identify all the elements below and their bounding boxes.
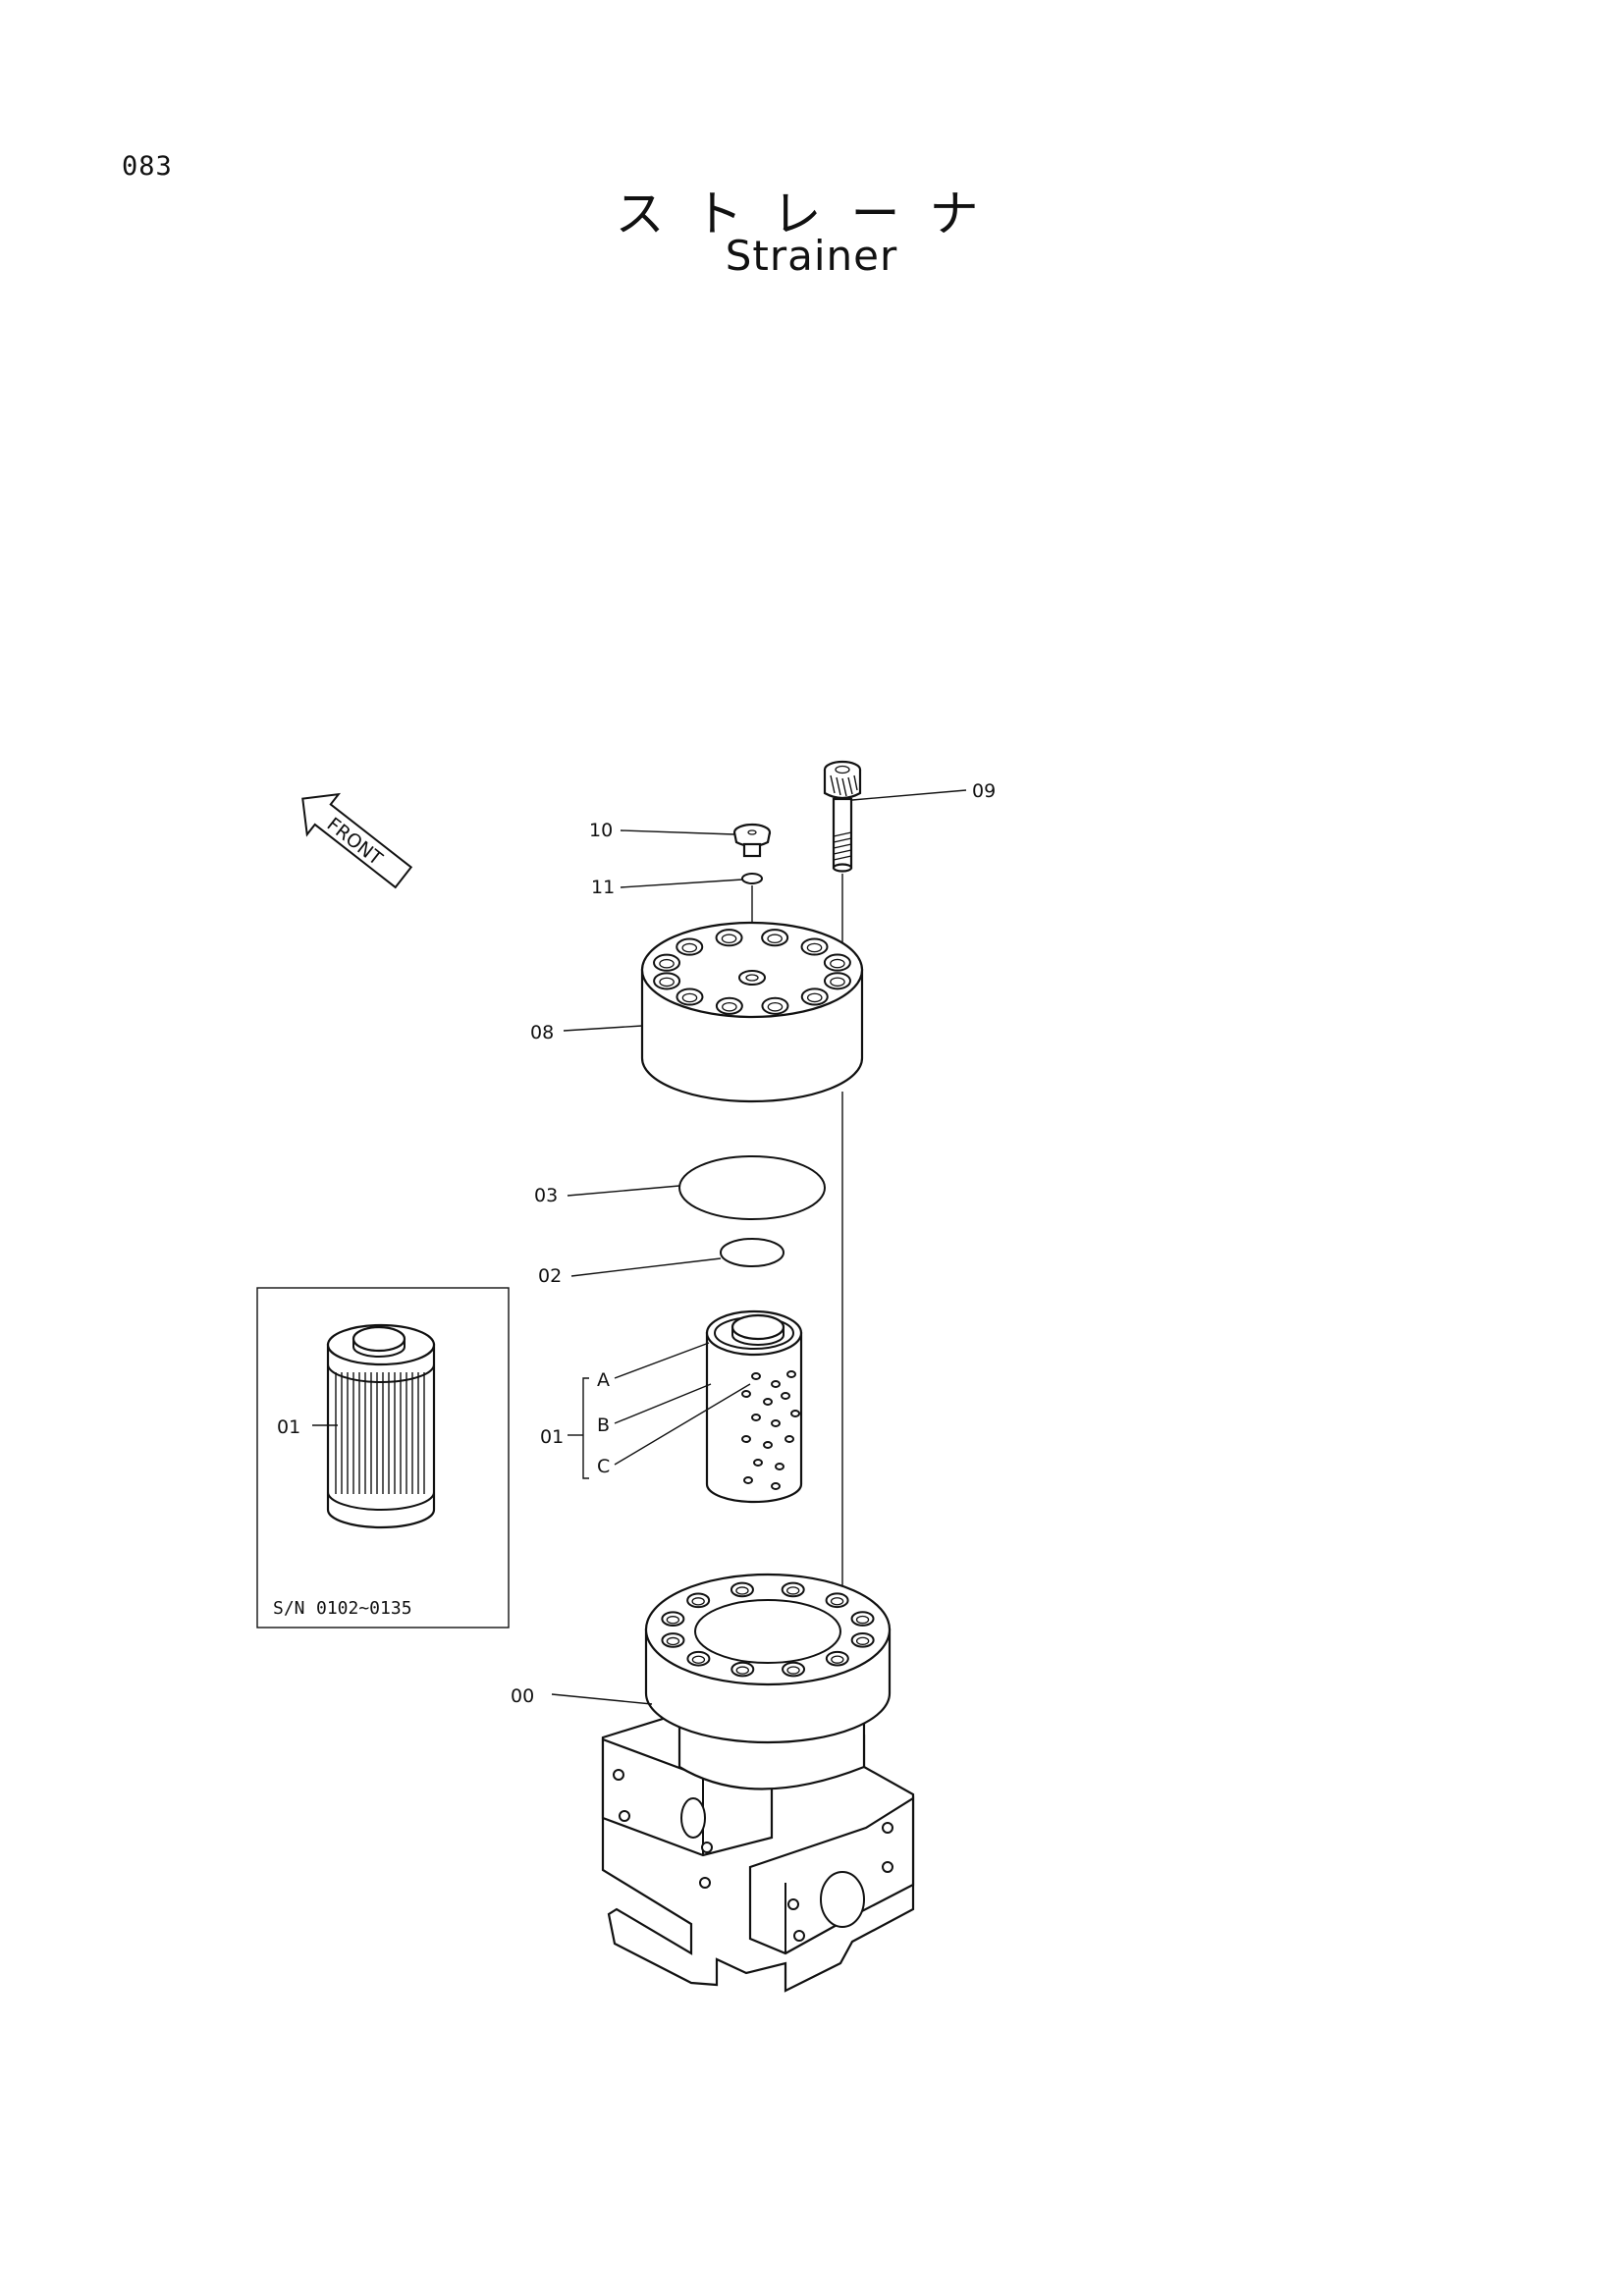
bolt-hole-bore (721, 934, 737, 944)
bolt-hole (800, 988, 829, 1006)
bolt-hole-bore (831, 1655, 844, 1664)
bolt-hole (676, 937, 704, 956)
leader-line (563, 1025, 643, 1032)
bolt-hole-bore (691, 1655, 706, 1664)
front-arrow-icon: FRONT (301, 792, 413, 889)
leader-line (851, 789, 967, 801)
leader-line (567, 1185, 680, 1197)
bolt-hole-bore (659, 977, 675, 988)
perforation (741, 1390, 751, 1398)
bolt-hole-bore (830, 977, 845, 988)
part-11-o-ring (741, 873, 763, 884)
callout-08: 08 (530, 1022, 554, 1043)
perforation (786, 1370, 796, 1378)
callout-10: 10 (589, 820, 613, 841)
part-00-housing (601, 1573, 915, 1993)
perforation (771, 1419, 781, 1427)
part-08-cover (640, 921, 864, 1103)
perforation (771, 1380, 781, 1388)
leader-line (614, 1383, 712, 1424)
serial-range: 0102~0135 (316, 1598, 412, 1619)
callout-09: 09 (972, 780, 996, 802)
perforation (790, 1410, 800, 1417)
bolt-hole-bore (855, 1615, 870, 1625)
part-03-o-ring (678, 1155, 826, 1220)
page-title-japanese: ストレーナ (615, 186, 1008, 242)
bolt-hole-bore (806, 992, 823, 1003)
part-10-plug (732, 823, 772, 858)
bolt-hole-bore (855, 1636, 870, 1645)
bolt-hole (823, 953, 851, 972)
bolt-hole-bore (691, 1597, 705, 1606)
bolt-hole-bore (722, 1001, 737, 1012)
subpart-bracket (582, 1377, 589, 1479)
callout-02: 02 (538, 1265, 562, 1287)
callout-sub-c: C (597, 1456, 610, 1477)
leader-line (614, 1342, 710, 1379)
part-01-element (705, 1309, 803, 1504)
callout-sub-a: A (597, 1369, 610, 1391)
callout-11: 11 (591, 877, 615, 898)
perforation (751, 1372, 761, 1380)
serial-prefix: S/N (273, 1598, 305, 1619)
bolt-hole (761, 996, 789, 1015)
bolt-hole-bore (786, 1666, 800, 1675)
bolt-hole-bore (786, 1586, 800, 1595)
perforation (763, 1398, 773, 1406)
bolt-hole-bore (767, 934, 783, 944)
leader-line (551, 1693, 653, 1705)
bolt-hole-bore (735, 1586, 749, 1595)
bolt-hole (715, 929, 743, 947)
leader-line (620, 879, 743, 888)
bolt-hole (653, 953, 681, 972)
bolt-hole (761, 929, 789, 947)
bolt-hole-bore (666, 1616, 680, 1625)
perforation (784, 1435, 794, 1443)
callout-sub-b: B (597, 1415, 610, 1436)
perforation (771, 1482, 781, 1490)
perforation (781, 1392, 790, 1400)
part-02-o-ring (720, 1238, 784, 1267)
bolt-hole-bore (767, 1001, 784, 1012)
bolt-hole-bore (830, 958, 845, 969)
perforation (775, 1463, 784, 1470)
perforation (763, 1441, 773, 1449)
bolt-hole (676, 988, 704, 1006)
perforation (751, 1414, 761, 1421)
bolt-hole-bore (681, 942, 698, 953)
bolt-hole-bore (806, 942, 823, 953)
bolt-hole-bore (735, 1666, 749, 1675)
callout-03: 03 (534, 1185, 558, 1206)
perforation (743, 1476, 753, 1484)
bolt-hole (823, 972, 851, 990)
bolt-hole-bore (681, 992, 698, 1003)
inset-frame (256, 1287, 510, 1629)
perforation (741, 1435, 751, 1443)
callout-01: 01 (540, 1426, 564, 1448)
leader-line (614, 1383, 751, 1466)
part-09-bolt (823, 760, 862, 873)
leader-line (620, 829, 735, 835)
page-title-english: Strainer (725, 232, 898, 280)
bolt-hole-bore (666, 1636, 680, 1646)
bolt-hole-bore (830, 1597, 844, 1606)
bolt-hole (800, 937, 829, 956)
inset-callout-01: 01 (277, 1416, 300, 1438)
page-number: 083 (122, 151, 173, 182)
bolt-hole (715, 996, 743, 1015)
perforation (753, 1459, 763, 1467)
inset-element-variant: 01 S/N 0102~0135 (256, 1287, 510, 1629)
callout-00: 00 (511, 1685, 534, 1707)
bolt-hole-bore (659, 958, 675, 969)
leader-line (570, 1257, 722, 1277)
bolt-hole (653, 972, 681, 990)
